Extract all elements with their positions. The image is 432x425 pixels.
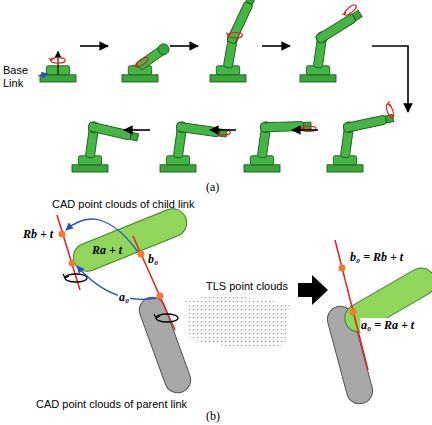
part-label: CAD point clouds of parent link	[36, 398, 187, 411]
part-label: TLS point clouds	[206, 280, 288, 293]
panel-caption: (a)	[206, 180, 219, 194]
part-label: Base Link	[3, 64, 37, 90]
formula-label: Ra + t	[92, 243, 122, 257]
formula-label: b₀ = Rb + t	[349, 250, 404, 264]
part-label: CAD point clouds of child link	[52, 198, 194, 211]
formula-label: b₀	[147, 252, 159, 266]
panel-caption: (b)	[206, 409, 220, 423]
formula-label: a₀ = Ra + t	[360, 318, 415, 332]
formula-label: Rb + t	[22, 227, 54, 241]
formula-label: a₀	[118, 290, 130, 304]
